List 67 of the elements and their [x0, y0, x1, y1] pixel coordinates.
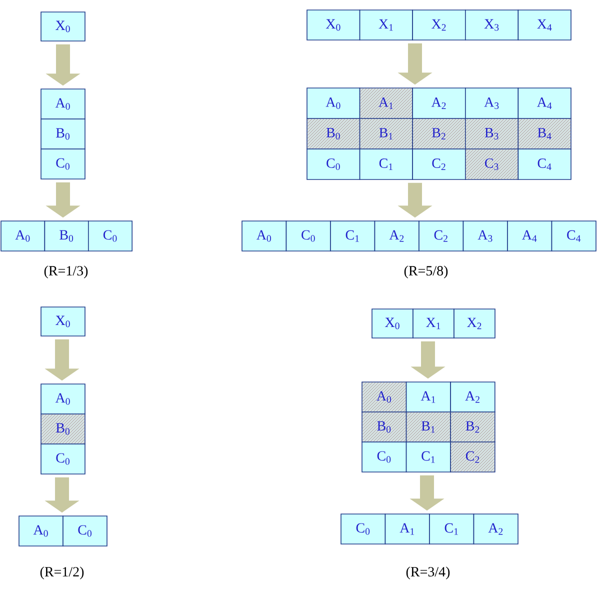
cell: A$_{1}$	[384, 514, 430, 544]
cell: C$_{4}$	[551, 220, 596, 252]
cell: X$_{2}$	[454, 308, 496, 338]
cell: C$_{1}$	[429, 514, 474, 544]
ratio-label: (R=3/4)	[406, 566, 450, 580]
cell: A$_{2}$	[412, 88, 466, 119]
cell: X$_{0}$	[40, 306, 86, 336]
cell: X$_{2}$	[412, 10, 466, 40]
cell: X$_{4}$	[518, 10, 572, 40]
cell: C$_{4}$	[518, 148, 572, 180]
cell: A$_{0}$	[306, 88, 360, 119]
cell: C$_{0}$	[340, 514, 386, 544]
cell: X$_{1}$	[359, 10, 413, 40]
cell: C$_{1}$	[330, 220, 376, 252]
cell: C$_{0}$	[88, 220, 132, 252]
cell: C$_{0}$	[286, 220, 331, 252]
cell: A$_{4}$	[518, 88, 572, 119]
ratio-label: (R=1/3)	[44, 266, 88, 278]
cell: C$_{2}$	[418, 220, 464, 252]
cell: C$_{0}$	[40, 148, 86, 180]
cell: C$_{0}$	[40, 444, 86, 474]
cell: C$_{2}$	[412, 148, 466, 180]
hatched-cell: B$_{1}$	[422, 421, 435, 433]
hatched-cell	[450, 442, 496, 472]
hatched-cell: B$_{3}$	[484, 128, 498, 140]
cell: C$_{1}$	[359, 148, 413, 180]
cell: B$_{0}$	[44, 220, 89, 252]
cell: C$_{0}$	[62, 516, 108, 546]
hatched-cell	[518, 118, 572, 150]
cell: X$_{3}$	[465, 10, 519, 40]
cell: C$_{0}$	[362, 442, 407, 472]
hatched-cell	[306, 118, 360, 150]
cell: A$_{2}$	[374, 220, 420, 252]
cell: X$_{0}$	[306, 10, 360, 40]
cell: A$_{0}$	[0, 220, 46, 252]
hatched-cell: A$_{1}$	[378, 98, 393, 109]
ratio-label: (R=5/8)	[404, 266, 448, 278]
ratio-label: (R=1/2)	[40, 566, 84, 580]
hatched-cell: B$_{1}$	[379, 128, 392, 140]
cell: X$_{0}$	[372, 308, 414, 338]
cell: A$_{2}$	[450, 382, 496, 412]
cell: A$_{0}$	[40, 384, 86, 414]
cell: A$_{3}$	[465, 88, 519, 119]
hatched-cell: B$_{0}$	[377, 421, 391, 433]
cell: A$_{1}$	[406, 382, 451, 412]
hatched-cell	[465, 118, 519, 150]
cell: A$_{2}$	[473, 514, 518, 544]
hatched-cell: B$_{0}$	[326, 128, 340, 140]
cell: B$_{0}$	[40, 118, 86, 150]
cell: X$_{1}$	[412, 308, 454, 338]
cell: A$_{3}$	[462, 220, 508, 252]
hatched-cell	[359, 88, 413, 119]
cell: A$_{0}$	[40, 88, 86, 120]
hatched-cell: A$_{0}$	[376, 391, 392, 403]
cell: A$_{0}$	[242, 220, 287, 252]
hatched-cell	[450, 412, 496, 442]
cell: C$_{0}$	[306, 148, 360, 180]
hatched-cell: B$_{2}$	[466, 421, 480, 433]
hatched-cell: C$_{3}$	[485, 158, 498, 170]
hatched-cell: B$_{0}$	[56, 423, 70, 435]
hatched-cell: C$_{2}$	[466, 451, 480, 463]
hatched-cell: B$_{2}$	[432, 128, 446, 140]
hatched-cell: B$_{4}$	[538, 128, 552, 140]
cell: X$_{0}$	[40, 12, 86, 42]
cell: C$_{1}$	[406, 442, 451, 472]
cell: A$_{0}$	[18, 516, 64, 546]
cell: A$_{4}$	[507, 220, 552, 252]
